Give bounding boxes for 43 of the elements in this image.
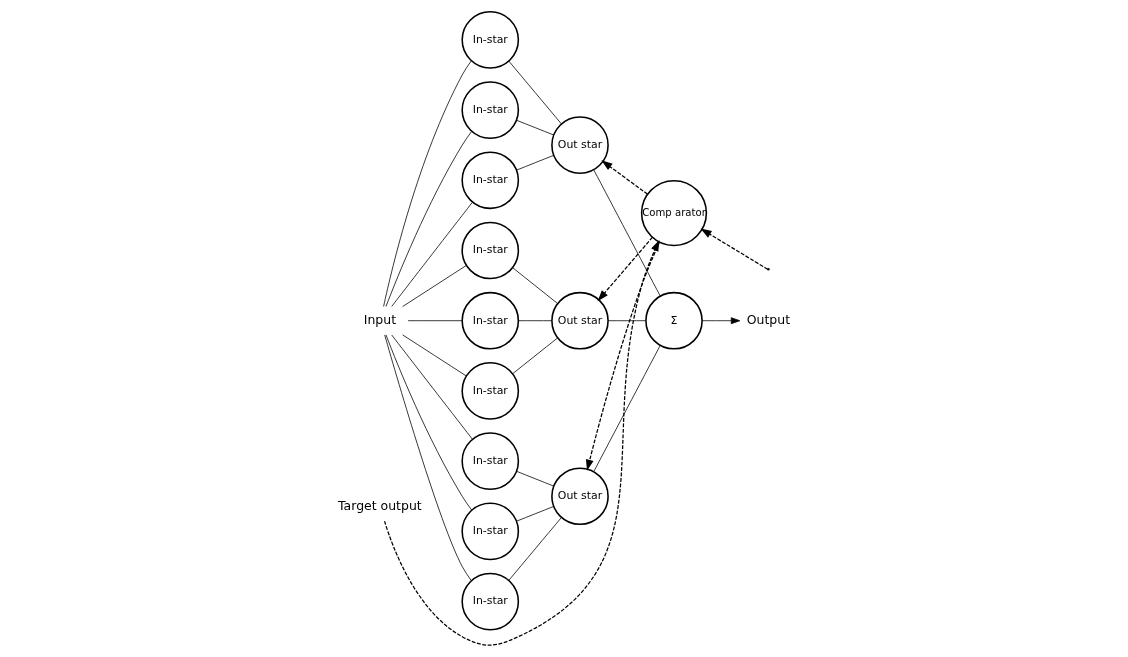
connector — [593, 169, 661, 297]
node-circle: Out star — [551, 467, 609, 526]
node-circle: Out star — [551, 116, 609, 175]
node-circle: In-star — [461, 151, 520, 210]
connector — [391, 201, 473, 307]
connector — [407, 320, 463, 322]
arrow — [701, 317, 741, 325]
connector — [391, 334, 473, 440]
connector — [402, 334, 467, 377]
connector — [516, 154, 555, 171]
connector — [384, 334, 472, 581]
arrow — [383, 239, 660, 646]
connector — [402, 265, 467, 307]
arrow — [601, 160, 648, 195]
connector — [512, 337, 558, 375]
node-circle: Σ — [645, 291, 703, 350]
node-circle: Comp arator — [640, 179, 708, 247]
connector — [383, 60, 472, 307]
connector — [385, 131, 473, 307]
node-text: Output — [746, 311, 791, 327]
node-circle: In-star — [461, 221, 520, 280]
connector — [593, 345, 661, 472]
connector — [508, 60, 562, 125]
node-circle: In-star — [461, 81, 520, 139]
node-circle: In-star — [461, 362, 520, 420]
node-circle: In-star — [461, 11, 520, 69]
connector — [516, 470, 555, 487]
node-text: Input — [363, 311, 397, 327]
connector — [518, 320, 553, 322]
node-circle: In-star — [461, 291, 520, 350]
connector — [516, 506, 555, 522]
connector — [607, 320, 647, 322]
node-circle: In-star — [461, 502, 520, 561]
connector — [385, 334, 473, 511]
node-circle: In-star — [461, 572, 520, 631]
connector — [512, 267, 558, 304]
node-circle: In-star — [461, 432, 520, 490]
connector — [516, 119, 555, 136]
arrow — [585, 241, 661, 471]
node-text: Target output — [338, 498, 422, 514]
arrow — [597, 236, 653, 302]
arrow — [700, 228, 769, 270]
connector — [508, 517, 562, 581]
